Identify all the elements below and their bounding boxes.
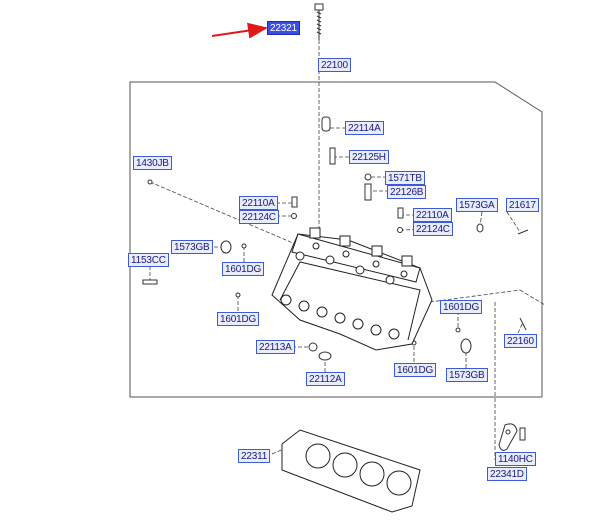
part-label-22112a[interactable]: 22112A [306,372,345,386]
part-label-22110a-left[interactable]: 22110A [239,196,278,210]
part-label-1601dg-right[interactable]: 1601DG [440,300,483,314]
part-label-22110a-right[interactable]: 22110A [413,208,452,222]
part-label-22341d[interactable]: 22341D [487,467,527,481]
part-label-21617[interactable]: 21617 [506,198,539,212]
part-label-22125h[interactable]: 22125H [349,150,389,164]
part-label-22160[interactable]: 22160 [504,334,537,348]
part-label-22126b[interactable]: 22126B [387,185,427,199]
part-label-1601dg-lower-left[interactable]: 1601DG [217,312,260,326]
part-label-1601dg-upper-left[interactable]: 1601DG [222,262,265,276]
part-label-22321[interactable]: 22321 [267,21,300,35]
part-label-1571tb[interactable]: 1571TB [385,171,425,185]
head-bolt-icon [314,3,324,40]
part-label-22100[interactable]: 22100 [318,58,351,72]
pointer-arrow [211,22,268,39]
part-label-22311[interactable]: 22311 [238,449,271,463]
part-label-1153cc[interactable]: 1153CC [128,253,169,267]
part-label-22124c-right[interactable]: 22124C [413,222,453,236]
assembly-frame [129,81,543,398]
cylinder-head-icon [271,227,433,351]
part-label-22113a[interactable]: 22113A [256,340,295,354]
part-label-22114a[interactable]: 22114A [345,121,384,135]
part-label-1430jb[interactable]: 1430JB [133,156,172,170]
part-label-1140hc[interactable]: 1140HC [495,452,536,466]
small-parts [142,116,529,451]
head-gasket-icon [281,429,421,513]
part-label-1601dg-bottom[interactable]: 1601DG [394,363,437,377]
part-label-22124c-left[interactable]: 22124C [239,210,279,224]
part-label-1573gb-right[interactable]: 1573GB [446,368,488,382]
part-label-1573gb-left[interactable]: 1573GB [171,240,213,254]
part-label-1573ga[interactable]: 1573GA [456,198,498,212]
